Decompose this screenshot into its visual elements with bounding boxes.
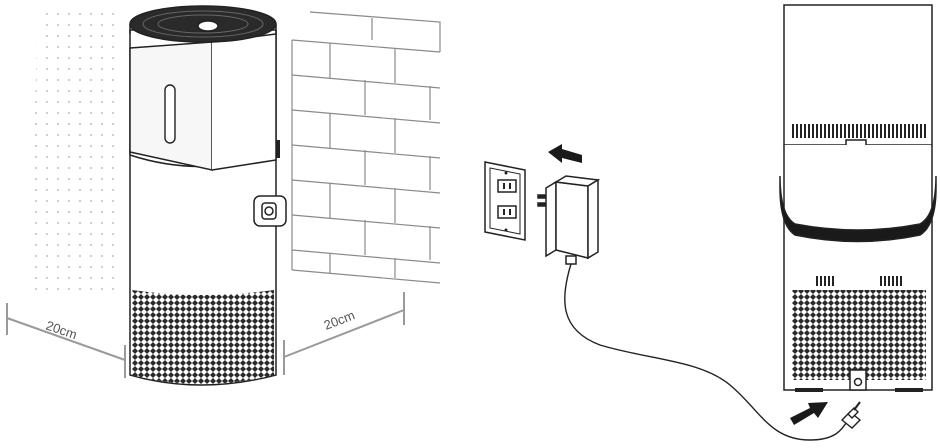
dimension-left — [7, 303, 125, 378]
dimension-left-label: 20cm — [44, 318, 79, 343]
purifier-mesh-grille — [132, 290, 274, 384]
wall-outlet — [485, 162, 525, 240]
air-purifier-front — [130, 6, 286, 385]
purifier-back-mesh — [792, 290, 926, 380]
purifier-back-top-vent — [792, 124, 926, 138]
outlet-socket-top — [498, 180, 516, 192]
insert-arrow-icon — [548, 144, 582, 163]
insert-arrow-icon — [790, 402, 828, 425]
outlet-socket-bottom — [498, 206, 516, 218]
air-purifier-back — [780, 5, 936, 392]
brick-wall — [292, 12, 440, 283]
power-adapter — [538, 176, 598, 264]
water-level-window — [165, 85, 175, 143]
purifier-top-button — [198, 21, 218, 31]
dimension-right-label: 20cm — [322, 307, 357, 332]
dotted-wall-left — [30, 5, 120, 295]
dimension-right — [284, 292, 404, 375]
